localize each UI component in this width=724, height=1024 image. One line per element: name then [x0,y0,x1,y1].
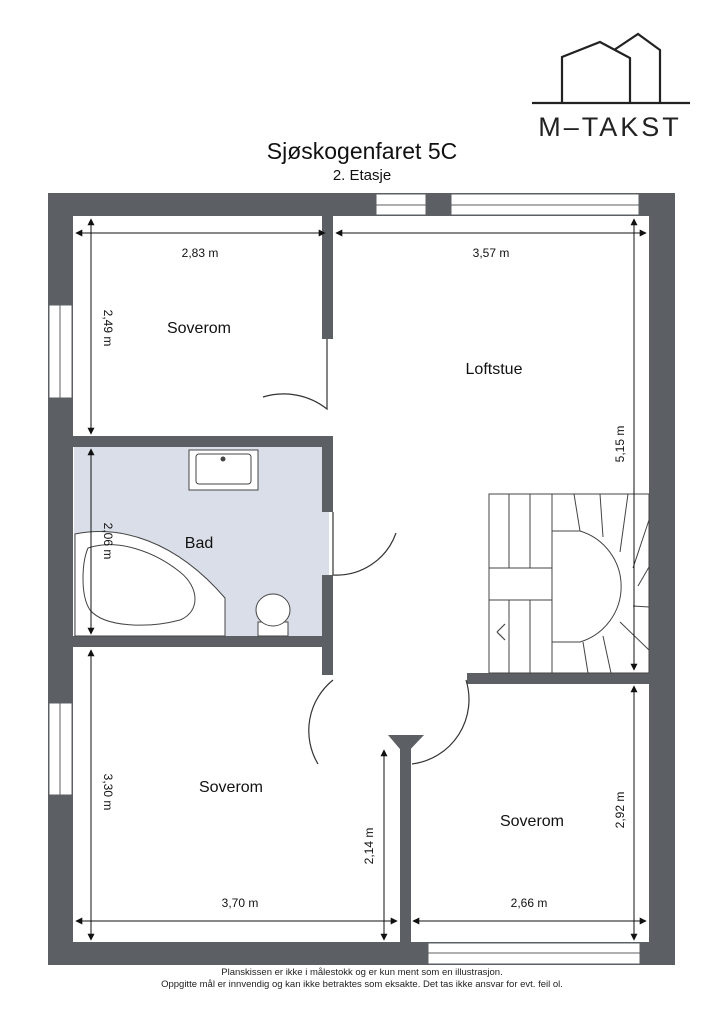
dim-se-width: 2,66 m [511,896,548,910]
dim-nw-height: 2,49 m [101,310,115,347]
room-label-soverom-nw: Soverom [167,320,231,337]
dim-sw-width: 3,70 m [222,896,259,910]
dim-sw-inner-height: 2,14 m [362,828,376,865]
toilet-bowl [255,593,291,627]
room-label-bad: Bad [185,535,213,552]
room-label-loftstue: Loftstue [466,361,523,378]
dim-loft-width: 3,57 m [473,246,510,260]
m-takst-logo [532,32,690,105]
disclaimer-line-1: Planskissen er ikke i målestokk og er ku… [221,967,503,978]
bathroom-fixtures [74,449,291,637]
dim-loft-height: 5,15 m [613,426,627,463]
staircase [488,493,650,674]
logo-text: M–TAKST [538,112,682,142]
room-label-soverom-se: Soverom [500,813,564,830]
dim-sw-height: 3,30 m [101,774,115,811]
dim-se-height: 2,92 m [613,792,627,829]
doors [262,339,470,765]
interior-walls [73,216,649,942]
room-label-soverom-sw: Soverom [199,779,263,796]
disclaimer-line-2: Oppgitte mål er innvendig og kan ikke be… [161,979,563,990]
page-title: Sjøskogenfaret 5C [266,138,458,164]
floor-subtitle: 2. Etasje [332,167,392,184]
dim-bad-height: 2,06 m [101,523,115,560]
dim-nw-width: 2,83 m [182,246,219,260]
